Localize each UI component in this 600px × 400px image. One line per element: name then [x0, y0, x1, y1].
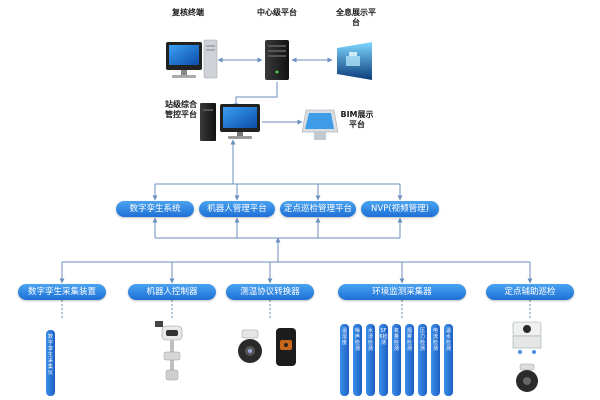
nvp-video-management-node: NVP(视频管理) [361, 201, 439, 217]
ptz-camera-device-icon [238, 329, 262, 363]
env-sensor-bar: 温湿度 [340, 324, 349, 396]
hologram-platform-label: 全息展示平台 [336, 8, 376, 27]
station-platform-label: 站级综合管控平台 [165, 100, 197, 119]
digital-twin-collector-node: 数字孪生采集装置 [18, 284, 106, 300]
env-sensor-bar: 压力检测 [418, 324, 427, 396]
env-sensor-bar: 水浸检测 [366, 324, 375, 396]
twin-collector-bar: 数字孪生采集仪 [46, 330, 55, 396]
bim-display-icon [301, 109, 339, 140]
station-computer-icon [200, 103, 260, 141]
robot-controller-node: 机器人控制器 [128, 284, 216, 300]
robot-management-platform-node: 机器人管理平台 [199, 201, 275, 217]
review-terminal-computer-icon [166, 39, 218, 79]
fixed-camera-device-icon [512, 321, 542, 354]
thermal-protocol-converter-node: 测温协议转换器 [226, 284, 314, 300]
env-sensor-bar: 噪声检测 [353, 324, 362, 396]
robot-controller-device-icon [155, 321, 183, 381]
env-sensor-bar: SF6检测 [379, 324, 388, 396]
env-sensor-bar: 电流检测 [431, 324, 440, 396]
env-sensor-bar: 烟雾检测 [405, 324, 414, 396]
fixed-inspection-platform-node: 定点巡检管理平台 [280, 201, 356, 217]
thermal-converter-device-icon [276, 328, 296, 366]
top-connectors [59, 57, 533, 318]
fixed-assist-inspection-node: 定点辅助巡检 [486, 284, 574, 300]
env-sensor-bar: 温水检测 [444, 324, 453, 396]
center-platform-label: 中心级平台 [257, 8, 297, 17]
review-terminal-label: 复核终端 [172, 8, 204, 17]
environment-collector-node: 环境监测采集器 [338, 284, 466, 300]
center-server-icon [265, 40, 289, 80]
bim-platform-label: BIM展示平台 [340, 110, 374, 129]
hologram-display-icon [337, 42, 372, 80]
dome-camera-device-icon [516, 363, 538, 392]
env-sensor-bar: 氧量检测 [392, 324, 401, 396]
digital-twin-system-node: 数字孪生系统 [116, 201, 194, 217]
